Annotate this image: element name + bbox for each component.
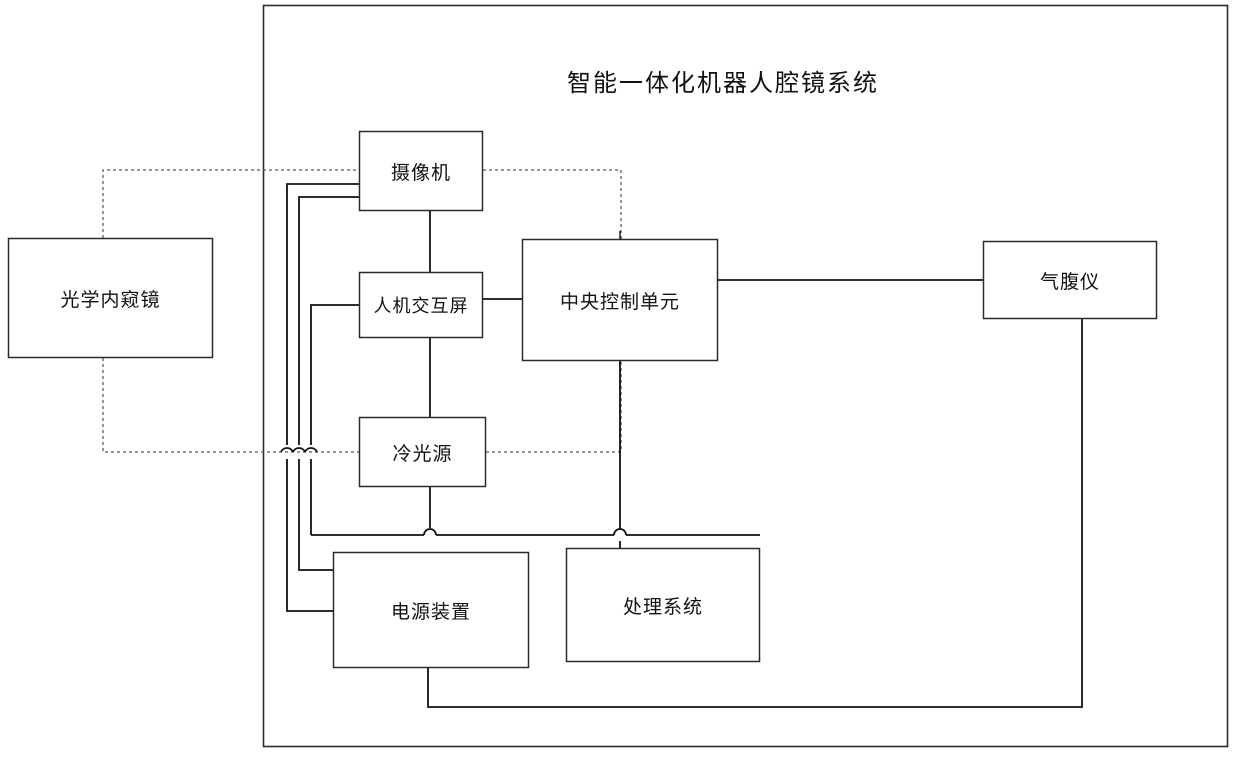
edge-insufflator-to-power-supply	[427, 319, 1083, 708]
node-camera[interactable]	[358, 130, 484, 212]
hop-arc-camera-riser	[280, 447, 294, 453]
edge-endoscope-to-coldlight-optical	[102, 358, 359, 453]
edge-camera2-to-power-supply	[298, 196, 359, 571]
node-optical-endoscope[interactable]	[7, 237, 214, 359]
edge-hmi-to-power-supply	[310, 304, 359, 535]
node-central-control-unit[interactable]	[521, 238, 719, 362]
diagram-title: 智能一体化机器人腔镜系统	[567, 69, 879, 97]
node-cold-light-source[interactable]	[358, 416, 487, 488]
edge-endoscope-to-camera-optical	[102, 169, 359, 238]
node-processing-system[interactable]	[565, 547, 761, 663]
node-hmi-screen[interactable]	[358, 271, 484, 339]
edge-camera-to-power-supply	[286, 183, 359, 612]
hop-arc-coldlight-drop	[423, 528, 437, 536]
hop-arc-hmi-riser	[304, 447, 318, 453]
node-insufflator[interactable]	[982, 240, 1158, 320]
hop-arc-camera2-riser	[292, 447, 306, 453]
node-power-supply[interactable]	[332, 551, 530, 669]
